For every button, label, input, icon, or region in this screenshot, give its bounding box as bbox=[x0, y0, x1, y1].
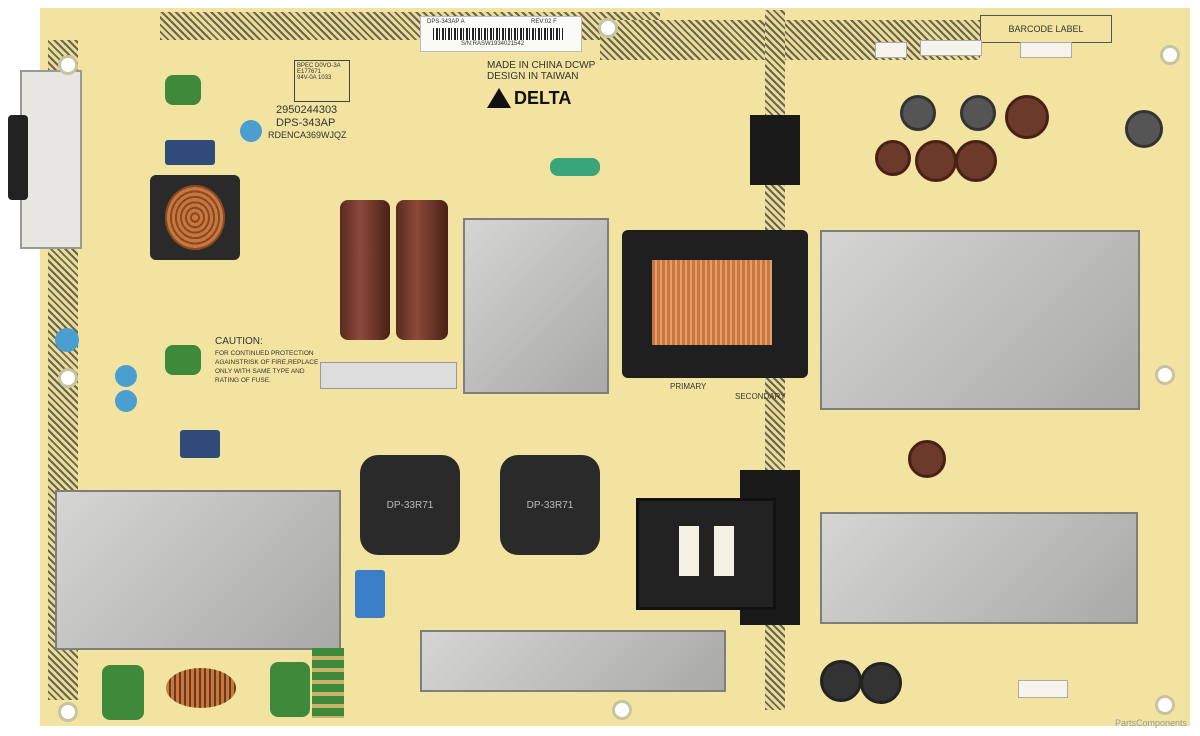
transformer bbox=[750, 115, 800, 185]
caution-text: FOR CONTINUED PROTECTION AGAINSTRISK OF … bbox=[215, 350, 319, 384]
choke-winding bbox=[165, 185, 225, 250]
ceramic-capacitor bbox=[240, 120, 262, 142]
bridge-heatsink bbox=[320, 362, 457, 389]
capacitor bbox=[1005, 95, 1049, 139]
capacitor bbox=[860, 662, 902, 704]
mounting-hole bbox=[1155, 695, 1175, 715]
ul-line: BPEC D0VO-3A bbox=[297, 63, 341, 69]
barcode-sticker: DPS-343AP A REV:02 F S/N:RASW1934021542 bbox=[420, 16, 582, 52]
connector-header bbox=[1020, 42, 1072, 58]
inductor-label: DP-33R71 bbox=[386, 499, 434, 511]
winding-tape bbox=[679, 526, 699, 576]
ul-line: E177671 bbox=[297, 69, 322, 75]
heatsink bbox=[420, 630, 726, 692]
capacitor bbox=[820, 660, 862, 702]
design-in-text: DESIGN IN TAIWAN bbox=[487, 71, 579, 82]
connector-header bbox=[920, 40, 982, 56]
serial-number: S/N:RASW1934021542 bbox=[461, 41, 525, 47]
mounting-hole bbox=[58, 55, 78, 75]
mounting-hole bbox=[598, 18, 618, 38]
film-capacitor bbox=[355, 570, 385, 618]
film-capacitor bbox=[550, 158, 600, 176]
mounting-hole bbox=[1155, 365, 1175, 385]
made-in-text: MADE IN CHINA DCWP bbox=[487, 60, 596, 71]
mounting-hole bbox=[1160, 45, 1180, 65]
ceramic-capacitor bbox=[115, 390, 137, 412]
part-number: 2950244303 bbox=[276, 104, 338, 116]
part-number: RDENCA369WJQZ bbox=[268, 130, 347, 140]
ul-line: 94V-0A 1033 bbox=[297, 75, 332, 81]
ul-marking: BPEC D0VO-3A E177671 94V-0A 1033 bbox=[294, 60, 350, 102]
mounting-hole bbox=[58, 702, 78, 722]
ground-trace bbox=[600, 20, 980, 60]
heatsink bbox=[820, 230, 1140, 410]
winding-tape bbox=[714, 526, 734, 576]
capacitor bbox=[1125, 110, 1163, 148]
capacitor bbox=[960, 95, 996, 131]
inductor-label: DP-33R71 bbox=[526, 499, 574, 511]
line-filter-choke bbox=[150, 175, 240, 260]
barcode bbox=[433, 28, 563, 40]
rev-label: REV:02 F bbox=[531, 19, 557, 25]
heatsink bbox=[463, 218, 609, 394]
mounting-hole bbox=[612, 700, 632, 720]
film-capacitor bbox=[165, 75, 201, 105]
capacitor bbox=[900, 95, 936, 131]
inductor: DP-33R71 bbox=[500, 455, 600, 555]
standby-transformer bbox=[636, 498, 776, 610]
capacitor bbox=[955, 140, 997, 182]
connector-header bbox=[875, 42, 907, 58]
model-label: DPS-343AP A bbox=[427, 19, 465, 25]
capacitor bbox=[908, 440, 946, 478]
ac-connector bbox=[20, 70, 82, 249]
connector-plug bbox=[8, 115, 28, 200]
barcode-label-box: BARCODE LABEL bbox=[980, 15, 1112, 43]
primary-label: PRIMARY bbox=[670, 382, 707, 391]
film-capacitor bbox=[270, 662, 310, 717]
ground-trace bbox=[160, 12, 660, 40]
ceramic-capacitor bbox=[115, 365, 137, 387]
watermark: PartsComponents bbox=[1115, 718, 1188, 728]
electrolytic-capacitor bbox=[396, 200, 448, 340]
x-capacitor bbox=[165, 140, 215, 165]
part-number: DPS-343AP bbox=[276, 117, 336, 129]
ceramic-capacitor bbox=[55, 328, 79, 352]
x-capacitor bbox=[180, 430, 220, 458]
mounting-hole bbox=[58, 368, 78, 388]
capacitor bbox=[875, 140, 911, 176]
heatsink bbox=[820, 512, 1138, 624]
brand-logo: DELTA bbox=[514, 88, 572, 108]
delta-logo-icon bbox=[487, 88, 511, 108]
electrolytic-capacitor bbox=[340, 200, 390, 340]
caution-title: CAUTION: bbox=[215, 336, 263, 347]
common-mode-choke bbox=[166, 668, 236, 708]
film-capacitor bbox=[102, 665, 144, 720]
heatsink bbox=[55, 490, 341, 650]
main-transformer bbox=[622, 230, 808, 378]
secondary-label: SECONDARY bbox=[735, 392, 786, 401]
resistor-array bbox=[312, 648, 344, 718]
film-capacitor bbox=[165, 345, 201, 375]
capacitor bbox=[915, 140, 957, 182]
inductor: DP-33R71 bbox=[360, 455, 460, 555]
transformer-winding bbox=[652, 260, 772, 345]
connector-header bbox=[1018, 680, 1068, 698]
